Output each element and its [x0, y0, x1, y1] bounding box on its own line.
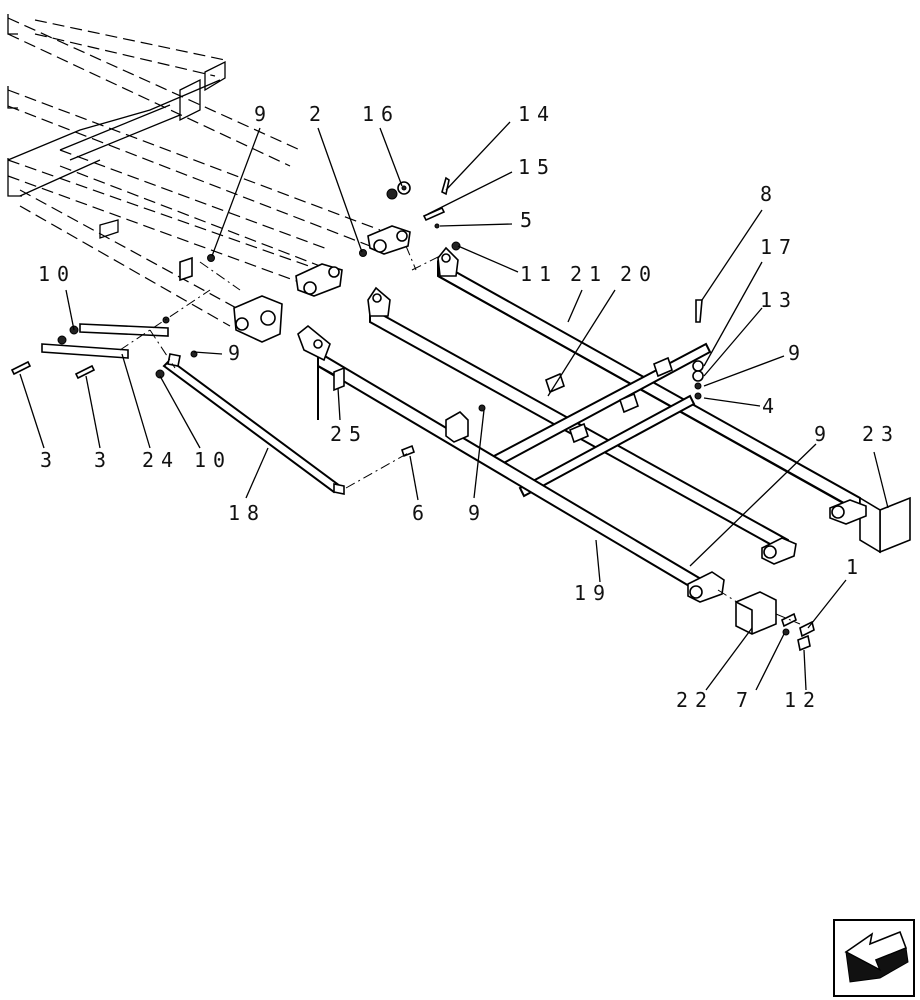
callout-3: 3 [40, 448, 59, 472]
cross-member-20 [492, 342, 712, 498]
callout-24: 24 [142, 448, 180, 472]
callout-13: 13 [760, 288, 798, 312]
callout-9: 9 [254, 102, 273, 126]
callout-21: 21 [570, 262, 608, 286]
callout-9: 9 [814, 422, 833, 446]
hardware-stack-8 [692, 299, 704, 400]
callout-18: 18 [228, 501, 266, 525]
callout-22: 22 [676, 688, 714, 712]
back-arrow-icon [844, 930, 909, 983]
callout-7: 7 [736, 688, 755, 712]
callout-17: 17 [760, 235, 798, 259]
hitch-bracket-upper [367, 225, 411, 255]
callout-11: 11 [520, 262, 558, 286]
callout-5: 5 [520, 208, 539, 232]
callout-20: 20 [620, 262, 658, 286]
callout-12: 12 [784, 688, 822, 712]
alignment-lines [119, 245, 801, 625]
callout-8: 8 [760, 182, 779, 206]
hardware-upper-hitch [207, 176, 461, 262]
hitch-bracket-lower [179, 256, 283, 343]
callout-1: 1 [846, 555, 865, 579]
leader-lines [19, 121, 889, 691]
callout-25: 25 [330, 422, 368, 446]
callout-15: 15 [518, 155, 556, 179]
pin-6 [401, 444, 415, 458]
callout-16: 16 [362, 102, 400, 126]
callout-4: 4 [762, 394, 781, 418]
callout-10: 10 [194, 448, 232, 472]
callout-9: 9 [468, 501, 487, 525]
hitch-bracket-middle [295, 263, 343, 297]
bracket-22 [735, 591, 815, 652]
callout-23: 23 [862, 422, 900, 446]
callout-3: 3 [94, 448, 113, 472]
callout-labels: 9 2 16 14 15 5 11 21 20 8 17 13 9 4 10 9… [38, 102, 900, 712]
phantom-main-frame [7, 14, 381, 327]
rail-11 [437, 246, 911, 554]
callout-14: 14 [518, 102, 556, 126]
callout-9: 9 [788, 341, 807, 365]
nav-arrow-button[interactable] [833, 919, 915, 997]
callout-19: 19 [574, 581, 612, 605]
callout-6: 6 [412, 501, 431, 525]
bar-18 [162, 353, 345, 495]
callout-2: 2 [309, 102, 328, 126]
plates-24 [10, 316, 198, 380]
rail-19 [297, 324, 725, 603]
callout-10: 10 [38, 262, 76, 286]
callout-9: 9 [228, 341, 247, 365]
